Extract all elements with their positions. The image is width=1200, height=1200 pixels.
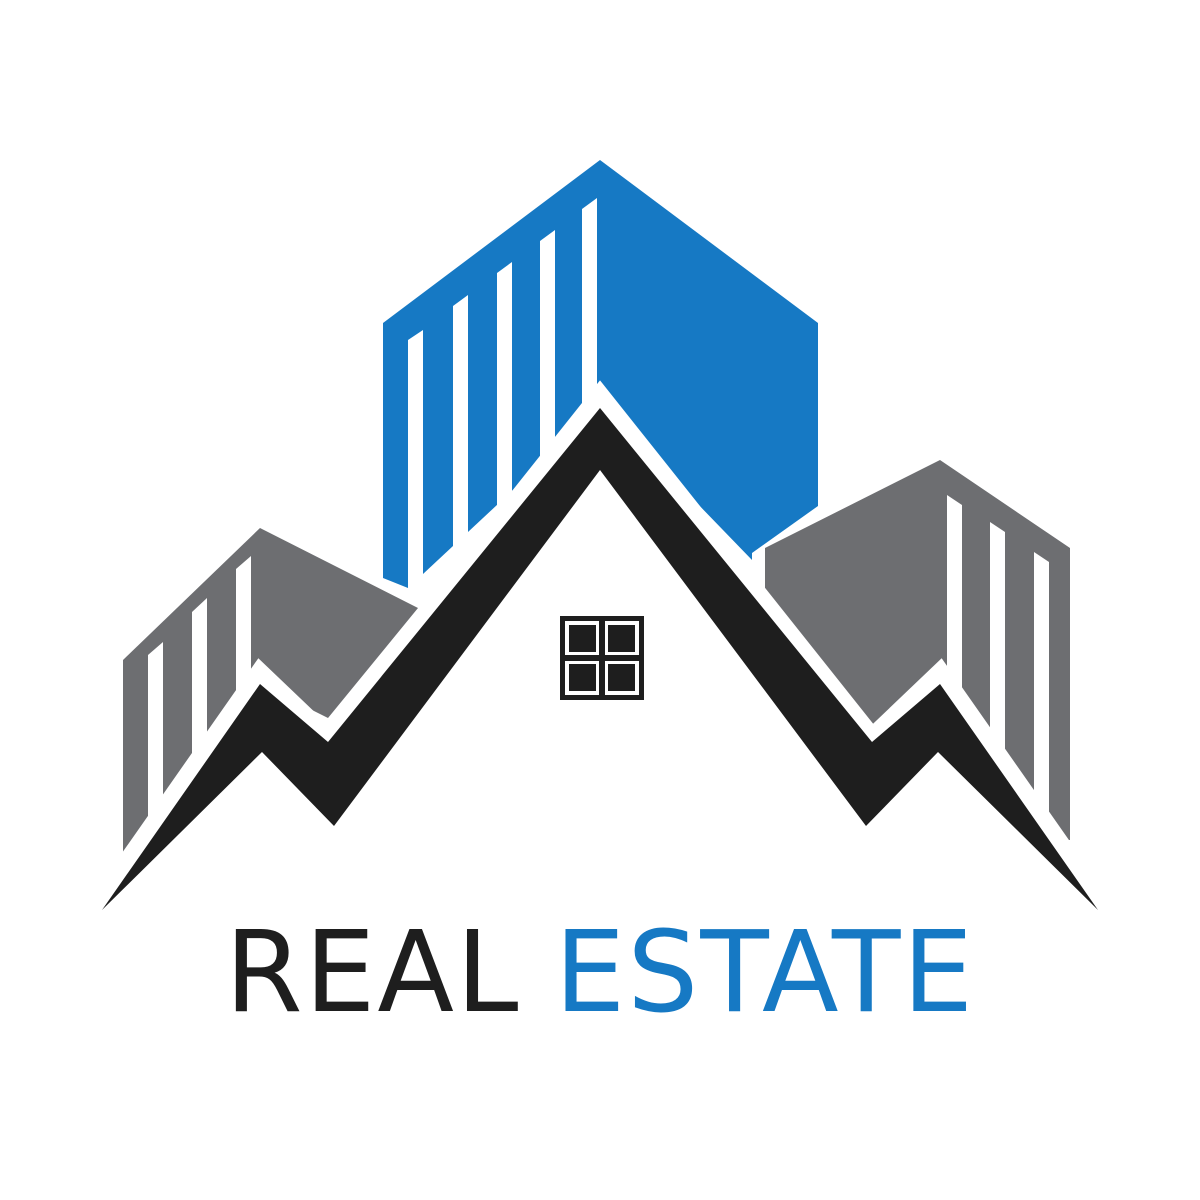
house-window-icon xyxy=(560,616,644,700)
wordmark-estate: ESTATE xyxy=(554,908,976,1038)
roof-outline xyxy=(82,380,1118,922)
center-blue-building xyxy=(383,160,818,588)
logo-wordmark: REAL ESTATE xyxy=(0,908,1200,1038)
house-roof xyxy=(102,408,1098,910)
wordmark-real: REAL xyxy=(224,908,521,1038)
